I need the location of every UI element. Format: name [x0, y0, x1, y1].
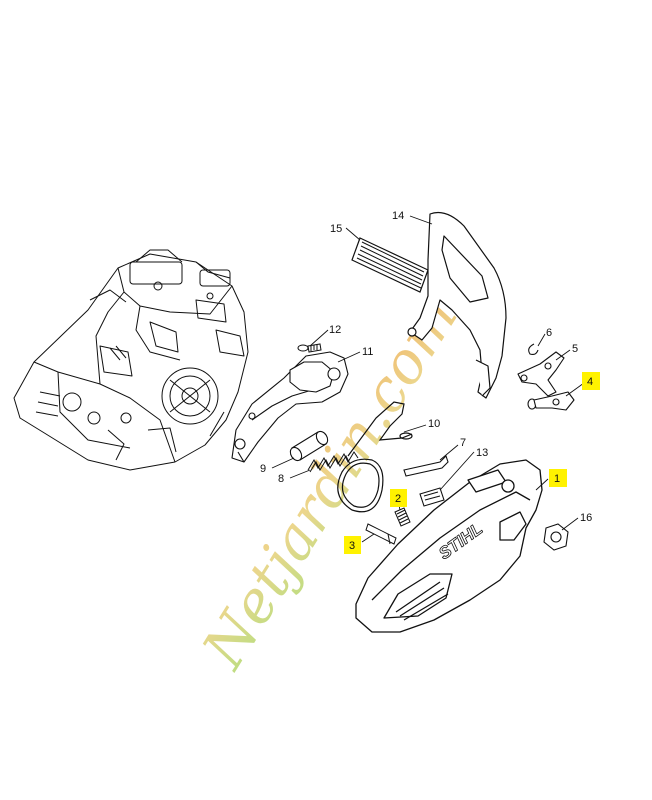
brake-band [337, 458, 384, 513]
engine-block-illustration [13, 249, 249, 471]
callout-12: 12 [329, 324, 341, 336]
part-7-flat-spring [403, 454, 449, 477]
part-14-hand-guard [407, 211, 507, 399]
part-3-pin [365, 523, 397, 545]
callout-2-highlight [390, 489, 407, 507]
leader-lines [271, 215, 585, 543]
part-15-grille-pad [351, 237, 429, 293]
callout-1: 1 [554, 473, 560, 485]
callout-14: 14 [392, 210, 404, 222]
callout-4-highlight [582, 372, 600, 390]
part-2-threaded-stud [394, 507, 411, 527]
callout-15: 15 [330, 223, 342, 235]
callout-3-highlight [344, 536, 361, 554]
part-1-sprocket-cover: STIHL [355, 459, 543, 633]
callout-labels: 1 2 3 4 5 6 7 8 9 10 11 12 13 14 15 16 [260, 210, 600, 554]
callout-1-highlight [549, 469, 567, 487]
part-13-slide-block [419, 487, 445, 507]
part-6-clip [528, 343, 539, 356]
callout-9: 9 [260, 463, 266, 475]
callout-5: 5 [572, 343, 578, 355]
callout-10: 10 [428, 418, 440, 430]
callout-7: 7 [460, 437, 466, 449]
callout-2: 2 [395, 493, 401, 505]
part-10-brake-spring [347, 401, 413, 457]
callout-8: 8 [278, 473, 284, 485]
callout-3: 3 [349, 540, 355, 552]
part-8-coil-spring [307, 451, 359, 473]
callout-6: 6 [546, 327, 552, 339]
callout-16: 16 [580, 512, 592, 524]
callout-13: 13 [476, 447, 488, 459]
part-9-cylinder-pin [289, 430, 329, 462]
callout-11: 11 [362, 346, 373, 358]
part-5-lever [517, 351, 565, 397]
part-11-brake-bracket [231, 351, 349, 463]
part-16-nut [543, 523, 569, 551]
part-12-screw [297, 343, 322, 353]
part-4-pivot-pin [527, 391, 575, 411]
callout-4: 4 [587, 376, 593, 388]
